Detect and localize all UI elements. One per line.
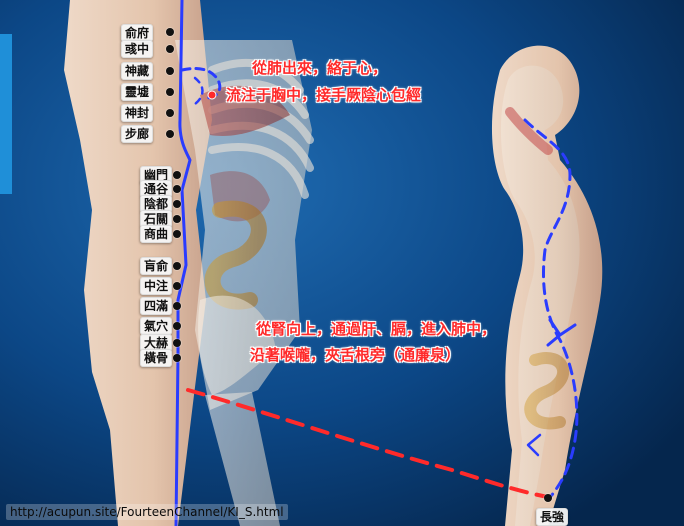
point-dot [173, 339, 181, 347]
lower-annotation-line-1: 從腎向上，通過肝、膈，進入肺中， [256, 319, 496, 339]
point-label: 神封 [121, 104, 153, 122]
point-label: 商曲 [140, 225, 172, 243]
upper-annotation-line-2: 流注于胸中，接手厥陰心包經 [226, 85, 421, 105]
point-label: 步廊 [121, 125, 153, 143]
point-label: 中注 [140, 277, 172, 295]
point-dot [173, 262, 181, 270]
point-dot [173, 215, 181, 223]
point-dot [166, 88, 174, 96]
point-dot [173, 200, 181, 208]
point-dot [173, 171, 181, 179]
point-label: 肓俞 [140, 257, 172, 275]
point-dot [166, 67, 174, 75]
point-dot [173, 302, 181, 310]
source-url: http://acupun.site/FourteenChannel/KI_S.… [6, 504, 288, 520]
point-dot [544, 494, 552, 502]
point-label: 靈墟 [121, 83, 153, 101]
point-dot [166, 130, 174, 138]
point-dot [166, 109, 174, 117]
lower-annotation-line-2: 沿著喉嚨，夾舌根旁（通廉泉） [250, 345, 460, 365]
point-label: 橫骨 [140, 349, 172, 367]
point-dot [173, 354, 181, 362]
point-dot [173, 322, 181, 330]
point-dot [173, 185, 181, 193]
point-dot [173, 230, 181, 238]
upper-annotation-line-1: 從肺出來，絡于心， [252, 58, 387, 78]
point-label: 四滿 [140, 297, 172, 315]
point-dot [166, 28, 174, 36]
point-label: 彧中 [121, 40, 153, 58]
point-dot [173, 282, 181, 290]
point-label: 長強 [536, 508, 568, 526]
edge-tab [0, 34, 12, 194]
point-label: 神藏 [121, 62, 153, 80]
point-dot [166, 45, 174, 53]
point-label: 氣穴 [140, 317, 172, 335]
